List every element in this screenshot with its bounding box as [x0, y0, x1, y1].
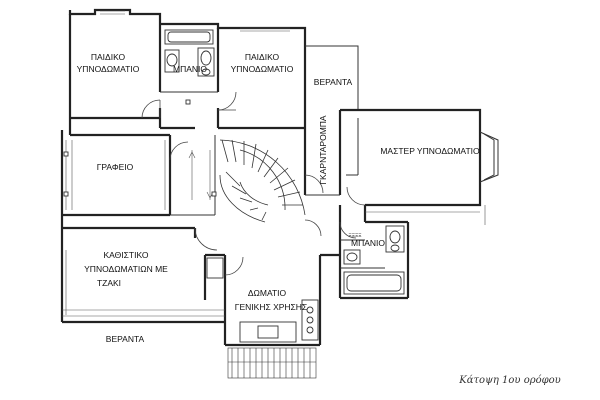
outer-walls — [60, 8, 499, 347]
label-kids-room-2-line2: ΥΠΝΟΔΩΜΑΤΙΟ — [231, 64, 294, 74]
label-kids-room-2-line1: ΠΑΙΔΙΚΟ — [245, 52, 280, 62]
label-living-line1: ΚΑΘΙΣΤΙΚΟ — [104, 250, 149, 260]
room-labels: ΠΑΙΔΙΚΟ ΥΠΝΟΔΩΜΑΤΙΟ ΜΠΑΝΙΟ ΠΑΙΔΙΚΟ ΥΠΝΟΔ… — [77, 52, 480, 344]
label-office: ΓΡΑΦΕΙΟ — [97, 162, 134, 172]
label-bath-1: ΜΠΑΝΙΟ — [173, 64, 207, 74]
bath-2-fixtures — [343, 225, 405, 295]
door-swings — [141, 91, 366, 276]
plan-caption: Κάτοψη 1ου ορόφου — [458, 375, 560, 386]
label-living-line2: ΥΠΝΟΔΩΜΑΤΙΩΝ ΜΕ — [84, 264, 168, 274]
label-veranda-2: ΒΕΡΑΝΤΑ — [106, 334, 145, 344]
label-master: ΜΑΣΤΕΡ ΥΠΝΟΔΩΜΑΤΙΟ — [380, 146, 480, 156]
spiral-staircase — [219, 139, 306, 223]
windows — [62, 10, 486, 317]
interior-walls — [62, 24, 408, 300]
utility-fixtures — [206, 257, 319, 343]
stair-arrows — [188, 150, 214, 200]
label-utility-line2: ΓΕΝΙΚΗΣ ΧΡΗΣΗΣ — [235, 302, 307, 312]
label-bath-2: ΜΠΑΝΙΟ — [351, 238, 385, 248]
label-veranda-1: ΒΕΡΑΝΤΑ — [314, 77, 353, 87]
label-bath-2-small: ΞΞΞΞ — [349, 233, 363, 239]
label-utility-line1: ΔΩΜΑΤΙΟ — [248, 288, 287, 298]
label-kids-room-1-line1: ΠΑΙΔΙΚΟ — [91, 52, 126, 62]
label-kids-room-1-line2: ΥΠΝΟΔΩΜΑΤΙΟ — [77, 64, 140, 74]
label-living-line3: ΤΖΑΚΙ — [97, 278, 121, 288]
balcony-railing — [227, 347, 317, 379]
bath-1-fixtures — [164, 29, 215, 77]
label-closet: ΓΚΑΡΝΤΑΡΟΜΠΑ — [318, 115, 328, 185]
marker-dots — [63, 99, 217, 197]
